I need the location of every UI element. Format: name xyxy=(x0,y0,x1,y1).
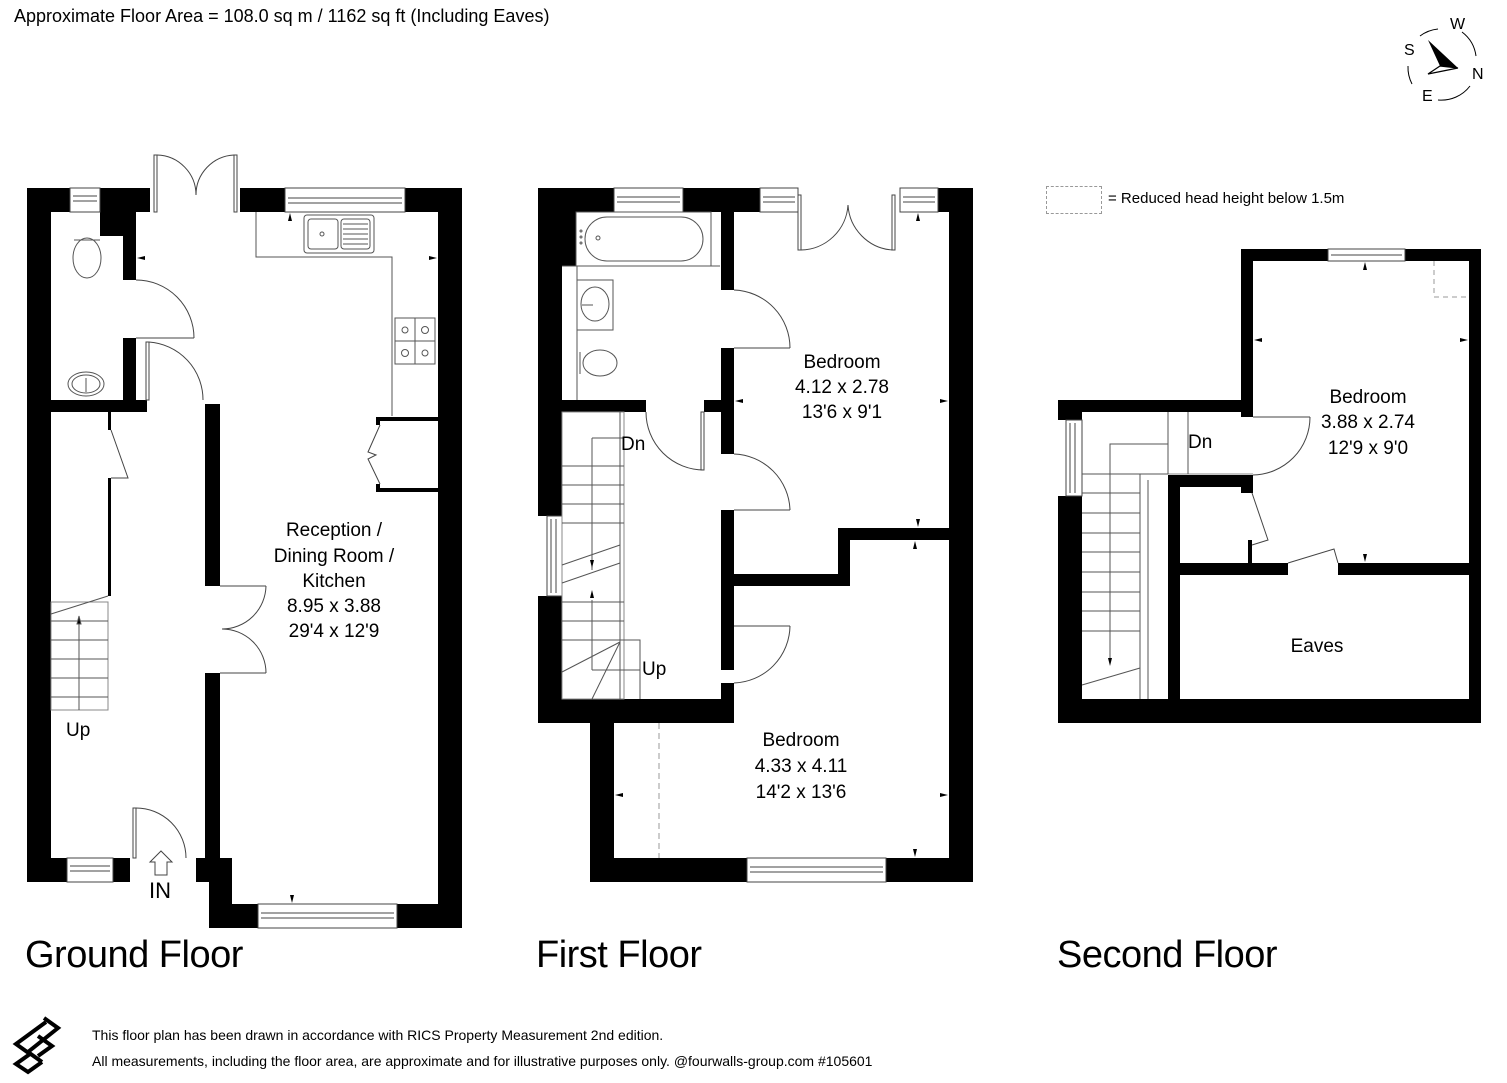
ground-floor-title: Ground Floor xyxy=(25,934,243,976)
compass-south-label: S xyxy=(1404,42,1415,59)
ground-floor-doors xyxy=(110,154,381,859)
second-floor-plan: Bedroom 3.88 x 2.74 12'9 x 9'0 Eaves Dn xyxy=(1058,248,1481,723)
ground-floor-measure-markers xyxy=(137,213,437,903)
bath-toilet-icon xyxy=(582,349,618,377)
ground-stairs-up-label: Up xyxy=(66,720,90,741)
first-floor-measure-markers xyxy=(590,213,948,857)
entrance-label: IN xyxy=(149,878,171,903)
second-floor-fixtures xyxy=(1081,261,1469,699)
compass-west-label: W xyxy=(1450,16,1466,33)
second-floor-windows xyxy=(1065,248,1406,497)
first-bedroom1-imperial: 13'6 x 9'1 xyxy=(802,402,882,423)
second-bedroom-metric: 3.88 x 2.74 xyxy=(1321,412,1415,433)
reception-room-imperial: 29'4 x 12'9 xyxy=(289,621,380,642)
reduced-head-height-legend-symbol xyxy=(1046,186,1102,214)
second-floor-title: Second Floor xyxy=(1057,934,1278,976)
first-floor-plan: Bedroom 4.12 x 2.78 13'6 x 9'1 Bedroom 4… xyxy=(538,187,973,883)
reception-room-name-line3: Kitchen xyxy=(302,571,365,592)
compass: W S N E xyxy=(1398,16,1488,108)
second-floor-measure-markers xyxy=(1108,262,1468,666)
second-stairs-down-label: Dn xyxy=(1188,432,1212,453)
compass-east-label: E xyxy=(1422,88,1433,105)
first-bedroom2-name: Bedroom xyxy=(762,730,839,751)
fourwalls-logo-icon xyxy=(12,1016,62,1075)
first-floor-walls xyxy=(538,188,973,882)
basin-icon xyxy=(67,371,105,397)
kitchen-sink-icon xyxy=(303,214,375,254)
first-stairs-icon xyxy=(561,411,625,700)
reduced-head-height-legend-text: = Reduced head height below 1.5m xyxy=(1108,190,1345,207)
reception-room-metric: 8.95 x 3.88 xyxy=(287,596,381,617)
footer-disclaimer: All measurements, including the floor ar… xyxy=(92,1053,873,1069)
fourwalls-logo xyxy=(8,1012,68,1078)
ground-floor-fixtures xyxy=(50,212,436,876)
second-floor-doors xyxy=(1251,416,1339,564)
footer-rics-statement: This floor plan has been drawn in accord… xyxy=(92,1027,664,1043)
first-bedroom2-metric: 4.33 x 4.11 xyxy=(755,756,848,777)
compass-north-label: N xyxy=(1472,66,1484,83)
first-bedroom1-metric: 4.12 x 2.78 xyxy=(795,377,889,398)
ground-floor-plan: Reception / Dining Room / Kitchen 8.95 x… xyxy=(27,154,462,929)
ground-floor-walls xyxy=(27,188,462,928)
first-floor-doors xyxy=(645,194,896,684)
first-stairs-down-label: Dn xyxy=(621,434,645,455)
floor-area-summary: Approximate Floor Area = 108.0 sq m / 11… xyxy=(14,6,550,26)
toilet-icon xyxy=(72,237,102,279)
first-bedroom2-imperial: 14'2 x 13'6 xyxy=(756,782,847,803)
first-bedroom1-name: Bedroom xyxy=(803,352,880,373)
second-bedroom-imperial: 12'9 x 9'0 xyxy=(1328,438,1408,459)
first-floor-title: First Floor xyxy=(536,934,702,976)
reception-room-name-line1: Reception / xyxy=(286,520,383,541)
eaves-label: Eaves xyxy=(1291,636,1344,657)
entrance-arrow-icon xyxy=(148,850,174,876)
second-bedroom-name: Bedroom xyxy=(1329,387,1406,408)
compass-icon xyxy=(1407,28,1477,101)
second-floor-walls xyxy=(1058,249,1481,723)
reception-room-name-line2: Dining Room / xyxy=(274,546,395,567)
ground-floor-windows xyxy=(66,187,406,929)
first-stairs-up-label: Up xyxy=(642,659,666,680)
first-floor-fixtures xyxy=(561,211,720,858)
